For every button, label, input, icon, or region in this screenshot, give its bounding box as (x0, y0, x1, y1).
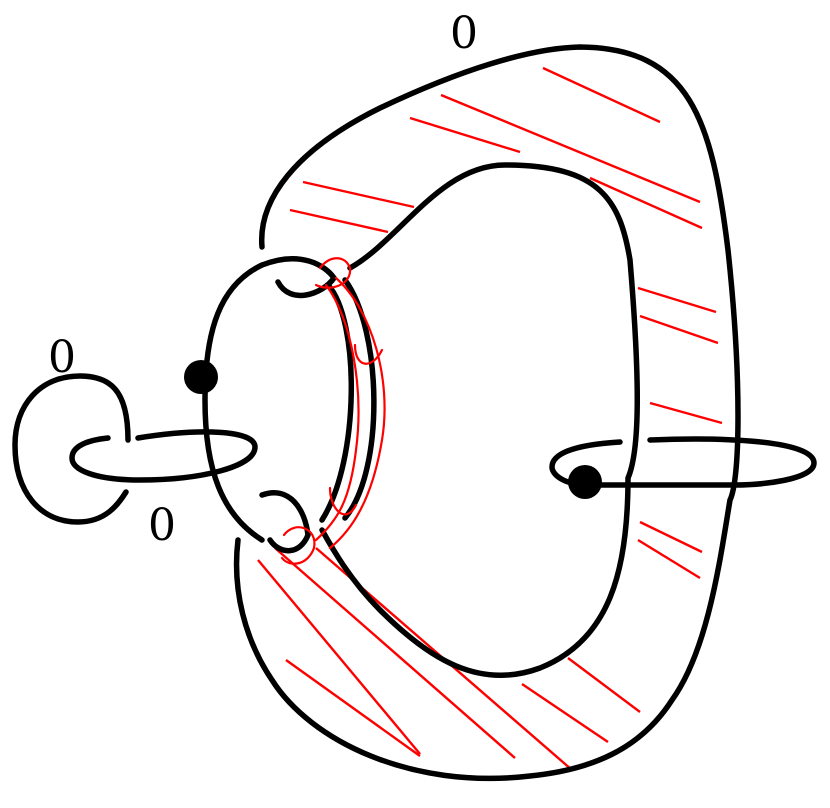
label-framing-small-loop: 0 (48, 332, 76, 383)
red-curve-arc-inner (314, 283, 360, 542)
right-ring (549, 436, 817, 488)
red-curve-lower-bump (328, 486, 358, 516)
red-curve-arc-outer (328, 276, 386, 550)
red-hatching (257, 66, 723, 771)
label-framing-outer: 0 (450, 8, 478, 59)
dotted-circle (202, 262, 265, 543)
dot-marker-right (568, 465, 602, 499)
left-ring (69, 429, 258, 483)
red-curves (280, 257, 386, 565)
outer-band-boundary (233, 44, 741, 782)
label-framing-small-ring: 0 (148, 500, 176, 551)
lower-hook (259, 490, 311, 554)
inner-arc-strand-a (319, 282, 355, 523)
red-curve-lower (280, 526, 316, 565)
red-curve-bump (353, 343, 384, 365)
dot-marker-left (184, 360, 218, 394)
left-loop (12, 373, 131, 525)
inner-band-boundary (319, 162, 641, 679)
red-curve-upper (314, 257, 352, 289)
upper-hook (259, 255, 337, 299)
